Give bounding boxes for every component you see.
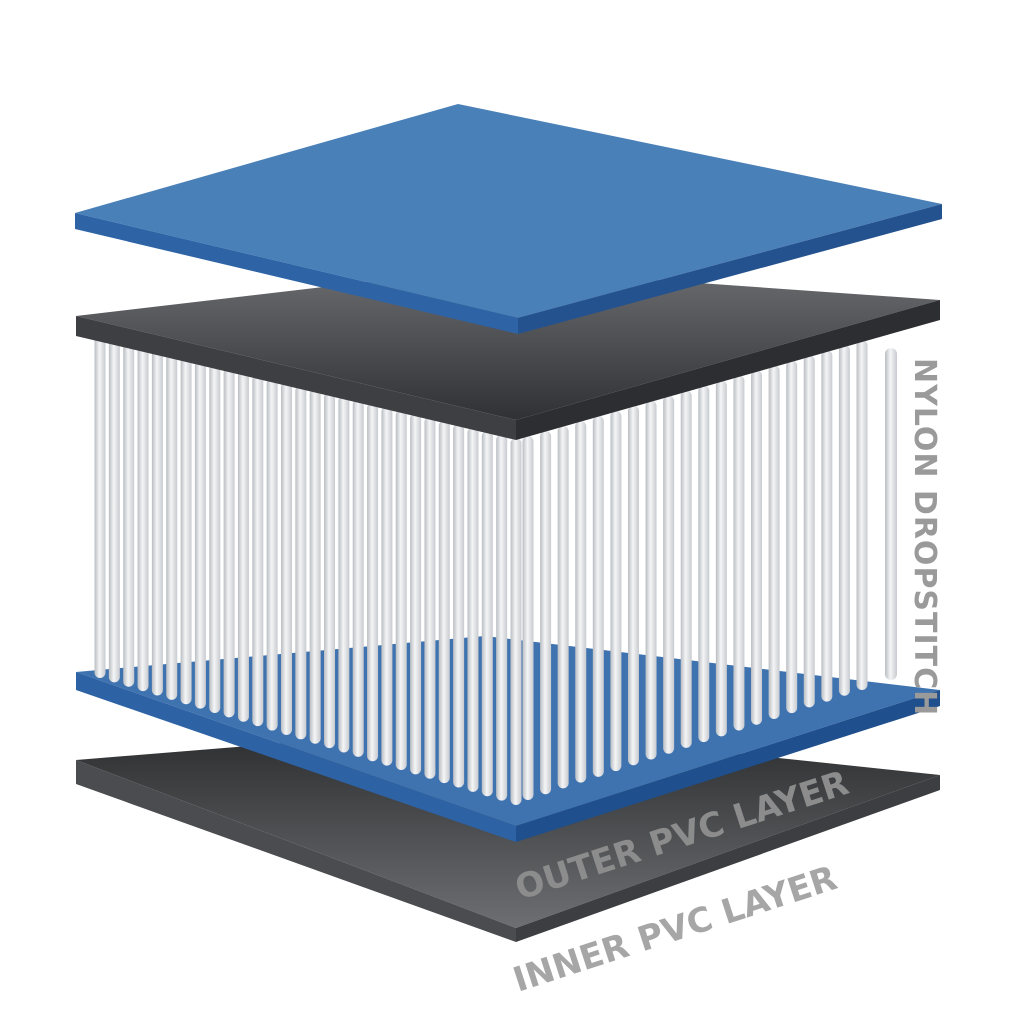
fiber — [367, 402, 379, 762]
fiber — [309, 388, 321, 744]
fiber — [266, 378, 278, 731]
fiber — [557, 425, 569, 789]
fiber — [381, 406, 393, 766]
outer-pvc-sheet-front-edge — [76, 672, 516, 842]
fiber — [838, 345, 850, 696]
fiber — [252, 374, 264, 727]
fiber — [698, 385, 710, 743]
inner-pvc-sheet-right-edge — [516, 775, 940, 942]
inner-pvc-sheet-front-edge — [76, 760, 516, 942]
nylon-dropstitch-label: NYLON DROPSTITCH — [907, 358, 942, 716]
fiber — [424, 416, 436, 779]
fiber — [94, 336, 106, 678]
fiber — [522, 436, 534, 800]
fiber — [338, 395, 350, 753]
fiber — [108, 339, 120, 683]
upper-gray-sheet — [76, 268, 940, 440]
fiber — [151, 350, 163, 696]
fiber — [715, 380, 727, 737]
fiber — [645, 400, 657, 760]
fiber — [223, 367, 235, 718]
fiber — [137, 346, 149, 692]
top-blue-sheet-right-edge — [518, 204, 942, 334]
top-blue-sheet-top — [75, 104, 942, 318]
fiber — [324, 392, 336, 749]
fiber — [663, 395, 675, 754]
fiber — [166, 353, 178, 700]
fiber — [856, 340, 868, 690]
fiber — [438, 420, 450, 784]
upper-gray-sheet-right-edge — [516, 300, 940, 440]
top-blue-sheet — [75, 104, 942, 334]
fiber — [237, 371, 249, 722]
fiber — [194, 360, 206, 709]
fiber — [510, 438, 522, 805]
fiber — [610, 410, 622, 772]
fiber — [453, 423, 465, 788]
fiber — [540, 430, 552, 795]
dropstitch-fibers — [94, 336, 868, 805]
fiber — [575, 420, 587, 783]
fiber — [733, 375, 745, 731]
fiber — [768, 365, 780, 719]
fiber — [496, 434, 508, 801]
fiber — [209, 364, 221, 714]
fiber — [180, 357, 192, 705]
fiber — [821, 350, 833, 702]
fiber — [627, 405, 639, 766]
fiber — [803, 355, 815, 708]
fiber — [295, 385, 307, 740]
upper-gray-sheet-front-edge — [76, 316, 516, 440]
top-blue-sheet-front-edge — [75, 213, 518, 334]
fiber — [467, 427, 479, 792]
fiber — [352, 399, 364, 757]
upper-gray-sheet-top — [76, 268, 940, 420]
fiber — [592, 415, 604, 777]
fiber — [786, 360, 798, 714]
fiber — [123, 343, 135, 687]
fiber — [280, 381, 292, 735]
outer-pvc-sheet-right-edge — [516, 690, 940, 842]
fiber — [481, 430, 493, 797]
single-fiber — [885, 348, 897, 680]
fiber — [751, 370, 763, 725]
fiber — [395, 409, 407, 770]
fiber — [410, 413, 422, 775]
fiber — [680, 390, 692, 748]
